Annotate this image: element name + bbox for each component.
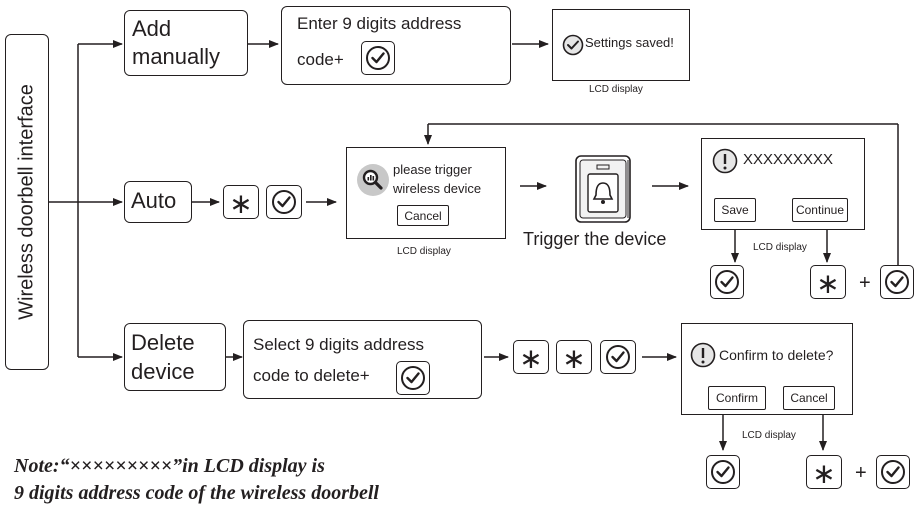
delete-label-line1: Delete (131, 330, 195, 355)
plus-sign: + (859, 272, 871, 294)
lcd-settings-saved-text: Settings saved! (585, 35, 674, 50)
result-code: XXXXXXXXX (743, 151, 834, 168)
check-circle-icon (366, 46, 390, 70)
cancel-button[interactable]: Cancel (783, 386, 835, 410)
asterisk-icon: ∗ (562, 342, 586, 375)
check-circle-icon (885, 270, 909, 294)
star-key[interactable]: ∗ (810, 265, 846, 299)
enter-code-box (281, 6, 511, 85)
star-key[interactable]: ∗ (556, 340, 592, 374)
check-circle-icon (562, 34, 584, 56)
star-key[interactable]: ∗ (806, 455, 842, 489)
add-manually-box (124, 10, 248, 76)
check-circle-icon (711, 460, 735, 484)
note-line1: Note:“×××××××××”in LCD display is (14, 455, 325, 477)
add-label-line2: manually (132, 44, 221, 69)
continue-button[interactable]: Continue (792, 198, 848, 222)
add-label-line1: Add (132, 16, 172, 41)
doorbell-icon (575, 155, 631, 223)
root-label: Wireless doorbell interface (15, 84, 38, 320)
ok-key[interactable] (880, 265, 914, 299)
auto-label: Auto (131, 188, 177, 213)
asterisk-icon: ∗ (812, 457, 836, 490)
lcd-caption: LCD display (589, 84, 643, 95)
lcd-caption: LCD display (397, 246, 451, 257)
lcd-trigger-line2: wireless device (393, 181, 482, 196)
delete-device-box (124, 323, 226, 391)
star-key[interactable]: ∗ (513, 340, 549, 374)
auto-box (124, 181, 192, 223)
lcd-caption: LCD display (742, 430, 796, 441)
select-code-line2: code to delete+ (253, 366, 370, 385)
asterisk-icon: ∗ (229, 187, 253, 220)
check-circle-icon (272, 190, 296, 214)
ok-key[interactable] (706, 455, 740, 489)
save-button[interactable]: Save (714, 198, 756, 222)
confirm-button[interactable]: Confirm (708, 386, 766, 410)
lcd-caption: LCD display (753, 242, 807, 253)
enter-code-line2: code+ (297, 50, 344, 69)
delete-label-line2: device (131, 359, 195, 384)
ok-key[interactable] (361, 41, 395, 75)
check-circle-icon (715, 270, 739, 294)
root-box (5, 34, 49, 370)
check-circle-icon (881, 460, 905, 484)
asterisk-icon: ∗ (519, 342, 543, 375)
ok-key[interactable] (600, 340, 636, 374)
select-code-box (243, 320, 482, 399)
ok-key[interactable] (266, 185, 302, 219)
lcd-confirm-text: Confirm to delete? (719, 347, 834, 363)
check-circle-icon (606, 345, 630, 369)
ok-key[interactable] (396, 361, 430, 395)
asterisk-icon: ∗ (816, 267, 840, 300)
enter-code-line1: Enter 9 digits address (297, 14, 462, 33)
plus-sign: + (855, 462, 867, 484)
star-key[interactable]: ∗ (223, 185, 259, 219)
ok-key[interactable] (876, 455, 910, 489)
lcd-trigger-line1: please trigger (393, 162, 472, 177)
connector-lines (49, 40, 899, 451)
exclamation-circle-icon (712, 148, 738, 174)
cancel-button[interactable]: Cancel (397, 205, 449, 226)
check-circle-icon (401, 366, 425, 390)
magnifier-icon (357, 164, 389, 196)
ok-key[interactable] (710, 265, 744, 299)
exclamation-circle-icon (690, 342, 716, 368)
trigger-label: Trigger the device (523, 229, 667, 249)
select-code-line1: Select 9 digits address (253, 335, 425, 354)
